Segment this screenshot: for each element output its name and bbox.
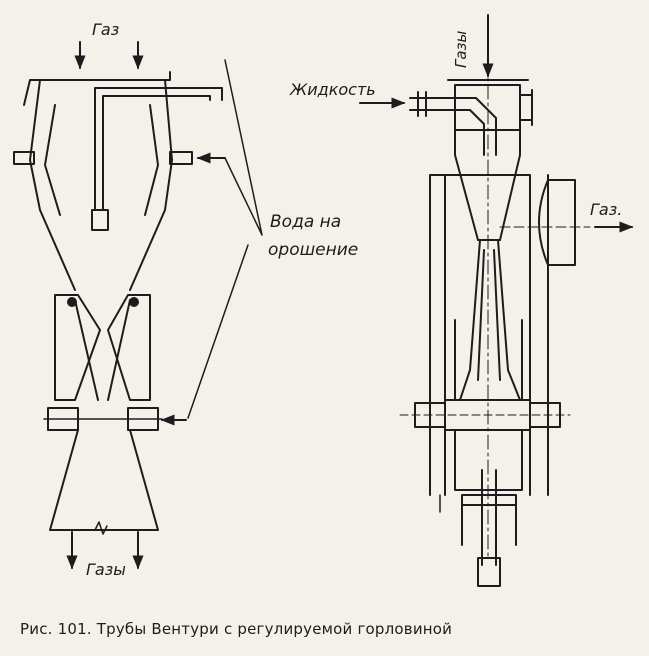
left-venturi-device bbox=[13, 41, 263, 570]
left-break-mark bbox=[94, 521, 108, 535]
left-throat-plate-left bbox=[54, 294, 101, 401]
figure-caption: Рис. 101. Трубы Вентури с регулируемой г… bbox=[20, 620, 453, 638]
left-pivot-right bbox=[129, 297, 139, 307]
right-head-flange bbox=[519, 89, 533, 126]
left-water-pipe bbox=[94, 87, 223, 211]
right-converging-cone bbox=[454, 129, 521, 241]
right-stem-cap bbox=[477, 557, 501, 587]
left-throat-plate-right bbox=[107, 294, 151, 401]
label-gas-in: Газ bbox=[92, 20, 120, 39]
left-flange-right bbox=[169, 151, 193, 165]
label-water-line-1: Вода на bbox=[270, 212, 342, 232]
right-liquid-flange bbox=[417, 91, 427, 117]
right-venturi-device bbox=[359, 14, 634, 587]
label-gases-in: Газы bbox=[452, 30, 470, 68]
label-liquid: Жидкость bbox=[290, 80, 376, 99]
right-throat bbox=[459, 239, 521, 401]
left-top-cap bbox=[23, 71, 171, 106]
left-diffuser bbox=[49, 429, 159, 531]
right-diffuser bbox=[454, 319, 523, 401]
right-adjust-stem bbox=[461, 469, 517, 566]
label-gas-out: Газ. bbox=[590, 200, 623, 219]
left-flange-left bbox=[13, 151, 35, 165]
right-lower-body bbox=[454, 429, 523, 491]
left-inner-cone bbox=[44, 104, 159, 216]
label-gases-out: Газы bbox=[86, 560, 126, 579]
left-outer-body bbox=[29, 79, 173, 291]
water-leader-lines bbox=[187, 59, 263, 419]
left-throat-lines bbox=[74, 299, 131, 401]
right-outer-casing bbox=[429, 174, 549, 496]
label-water-line-2: орошение bbox=[268, 240, 359, 260]
left-nozzle-block bbox=[91, 209, 109, 231]
right-gas-outlet bbox=[538, 179, 576, 266]
right-liquid-pipe bbox=[409, 97, 497, 156]
